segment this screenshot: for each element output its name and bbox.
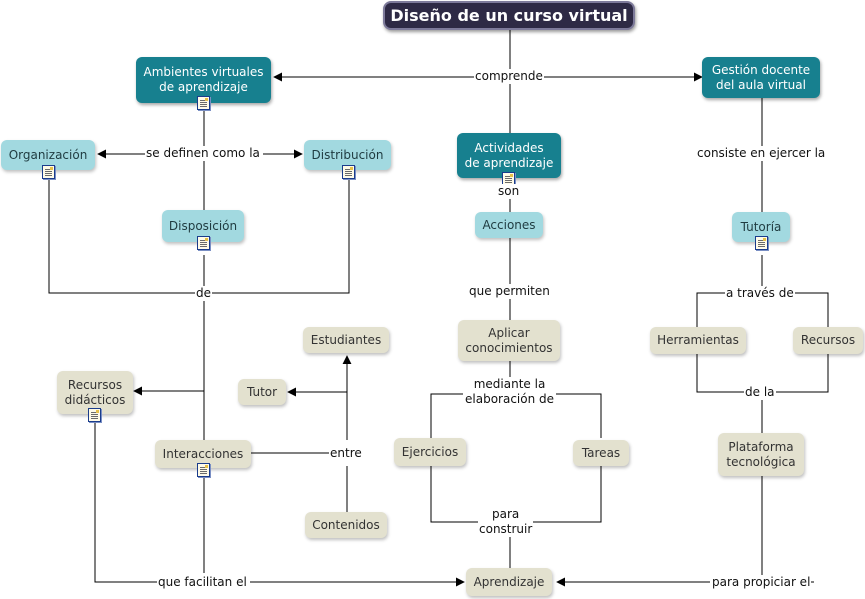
- concept-map-title: Diseño de un curso virtual: [383, 1, 635, 30]
- node-organizacion-label: Organización: [8, 147, 88, 162]
- node-recursos-didacticos[interactable]: Recursos didácticos: [57, 371, 133, 414]
- node-aprendizaje[interactable]: Aprendizaje: [466, 568, 552, 596]
- link-que-permiten: que permiten: [468, 284, 551, 299]
- node-ambientes-virtuales-label: Ambientes virtuales de aprendizaje: [143, 65, 264, 94]
- link-que-facilitan: que facilitan el: [157, 575, 248, 590]
- node-acciones[interactable]: Acciones: [475, 212, 543, 238]
- node-ejercicios-label: Ejercicios: [401, 444, 459, 459]
- node-interacciones-label: Interacciones: [162, 446, 244, 461]
- node-acciones-label: Acciones: [482, 217, 536, 232]
- node-actividades[interactable]: Actividades de aprendizaje: [457, 133, 561, 178]
- link-consiste: consiste en ejercer la: [696, 146, 827, 161]
- node-plataforma-tecnologica[interactable]: Plataforma tecnológica: [718, 433, 804, 476]
- document-icon[interactable]: [502, 172, 515, 186]
- link-de-la: de la: [744, 385, 776, 400]
- link-se-definen: se definen como la: [145, 146, 261, 161]
- link-de: de: [195, 286, 212, 301]
- node-disposicion-label: Disposición: [168, 218, 238, 233]
- node-organizacion[interactable]: Organización: [1, 140, 95, 170]
- node-estudiantes-label: Estudiantes: [310, 332, 382, 347]
- document-icon[interactable]: [197, 236, 210, 250]
- node-distribucion-label: Distribución: [311, 147, 384, 162]
- link-para-propiciar: para propiciar el: [711, 575, 812, 590]
- node-recursos-label: Recursos: [800, 333, 856, 347]
- node-tutor-label: Tutor: [246, 384, 278, 399]
- node-aplicar-conocimientos-label: Aplicar conocimientos: [465, 325, 553, 355]
- node-herramientas[interactable]: Herramientas: [650, 327, 746, 354]
- node-gestion-docente[interactable]: Gestión docente del aula virtual: [702, 57, 820, 98]
- node-recursos-didacticos-label: Recursos didácticos: [64, 377, 126, 407]
- node-disposicion[interactable]: Disposición: [162, 210, 244, 242]
- node-plataforma-tecnologica-label: Plataforma tecnológica: [726, 439, 796, 469]
- link-mediante: mediante la elaboración de: [463, 377, 557, 407]
- link-son: son: [497, 184, 521, 199]
- document-icon[interactable]: [197, 463, 210, 477]
- node-aplicar-conocimientos[interactable]: Aplicar conocimientos: [458, 320, 560, 361]
- node-contenidos-label: Contenidos: [312, 517, 380, 532]
- link-entre: entre: [329, 446, 363, 461]
- node-tutoria-label: Tutoría: [740, 219, 782, 234]
- node-ambientes-virtuales[interactable]: Ambientes virtuales de aprendizaje: [136, 57, 271, 103]
- node-estudiantes[interactable]: Estudiantes: [303, 327, 389, 353]
- node-contenidos[interactable]: Contenidos: [305, 512, 387, 538]
- link-a-traves-de: a través de: [725, 286, 795, 301]
- node-tareas[interactable]: Tareas: [573, 440, 629, 466]
- node-ejercicios[interactable]: Ejercicios: [394, 438, 466, 466]
- node-recursos[interactable]: Recursos: [793, 327, 863, 354]
- node-tutor[interactable]: Tutor: [238, 379, 286, 405]
- document-icon[interactable]: [42, 165, 55, 179]
- node-aprendizaje-label: Aprendizaje: [473, 574, 545, 589]
- node-tareas-label: Tareas: [581, 445, 621, 460]
- link-comprende: comprende: [474, 69, 544, 84]
- link-para-construir: para construir: [478, 507, 534, 537]
- node-actividades-label: Actividades de aprendizaje: [464, 140, 554, 170]
- document-icon[interactable]: [197, 96, 210, 110]
- node-herramientas-label: Herramientas: [657, 333, 739, 347]
- document-icon[interactable]: [755, 236, 768, 250]
- document-icon[interactable]: [88, 408, 101, 422]
- node-gestion-docente-label: Gestión docente del aula virtual: [711, 62, 811, 92]
- document-icon[interactable]: [342, 165, 355, 179]
